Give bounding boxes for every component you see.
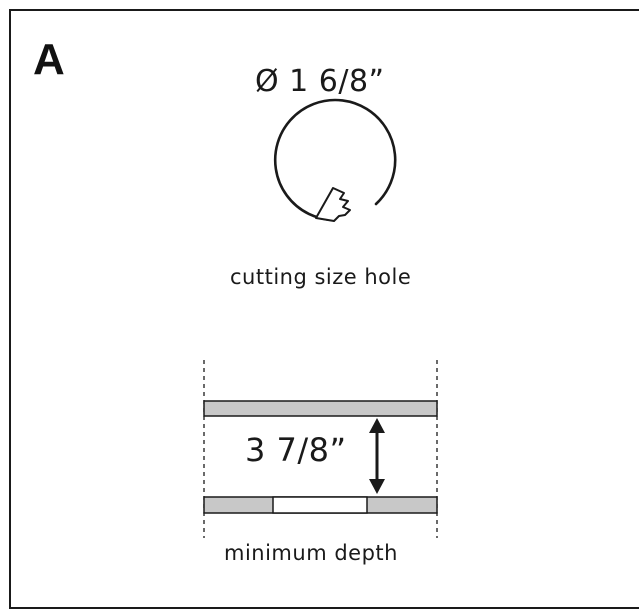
bottom-plate — [203, 496, 438, 514]
double-arrow-icon — [369, 418, 385, 494]
depth-value-label: 3 7/8” — [245, 431, 347, 469]
panel-letter: A — [33, 35, 65, 84]
bottom-plate-opening — [272, 496, 368, 514]
depth-caption: minimum depth — [224, 541, 398, 565]
diameter-label: Ø 1 6/8” — [255, 64, 385, 99]
hole-caption: cutting size hole — [230, 265, 412, 289]
hole-saw-circle-icon — [273, 98, 397, 222]
saw-blade-icon — [315, 187, 351, 222]
top-plate — [203, 400, 438, 417]
diagram-artwork — [203, 98, 438, 538]
